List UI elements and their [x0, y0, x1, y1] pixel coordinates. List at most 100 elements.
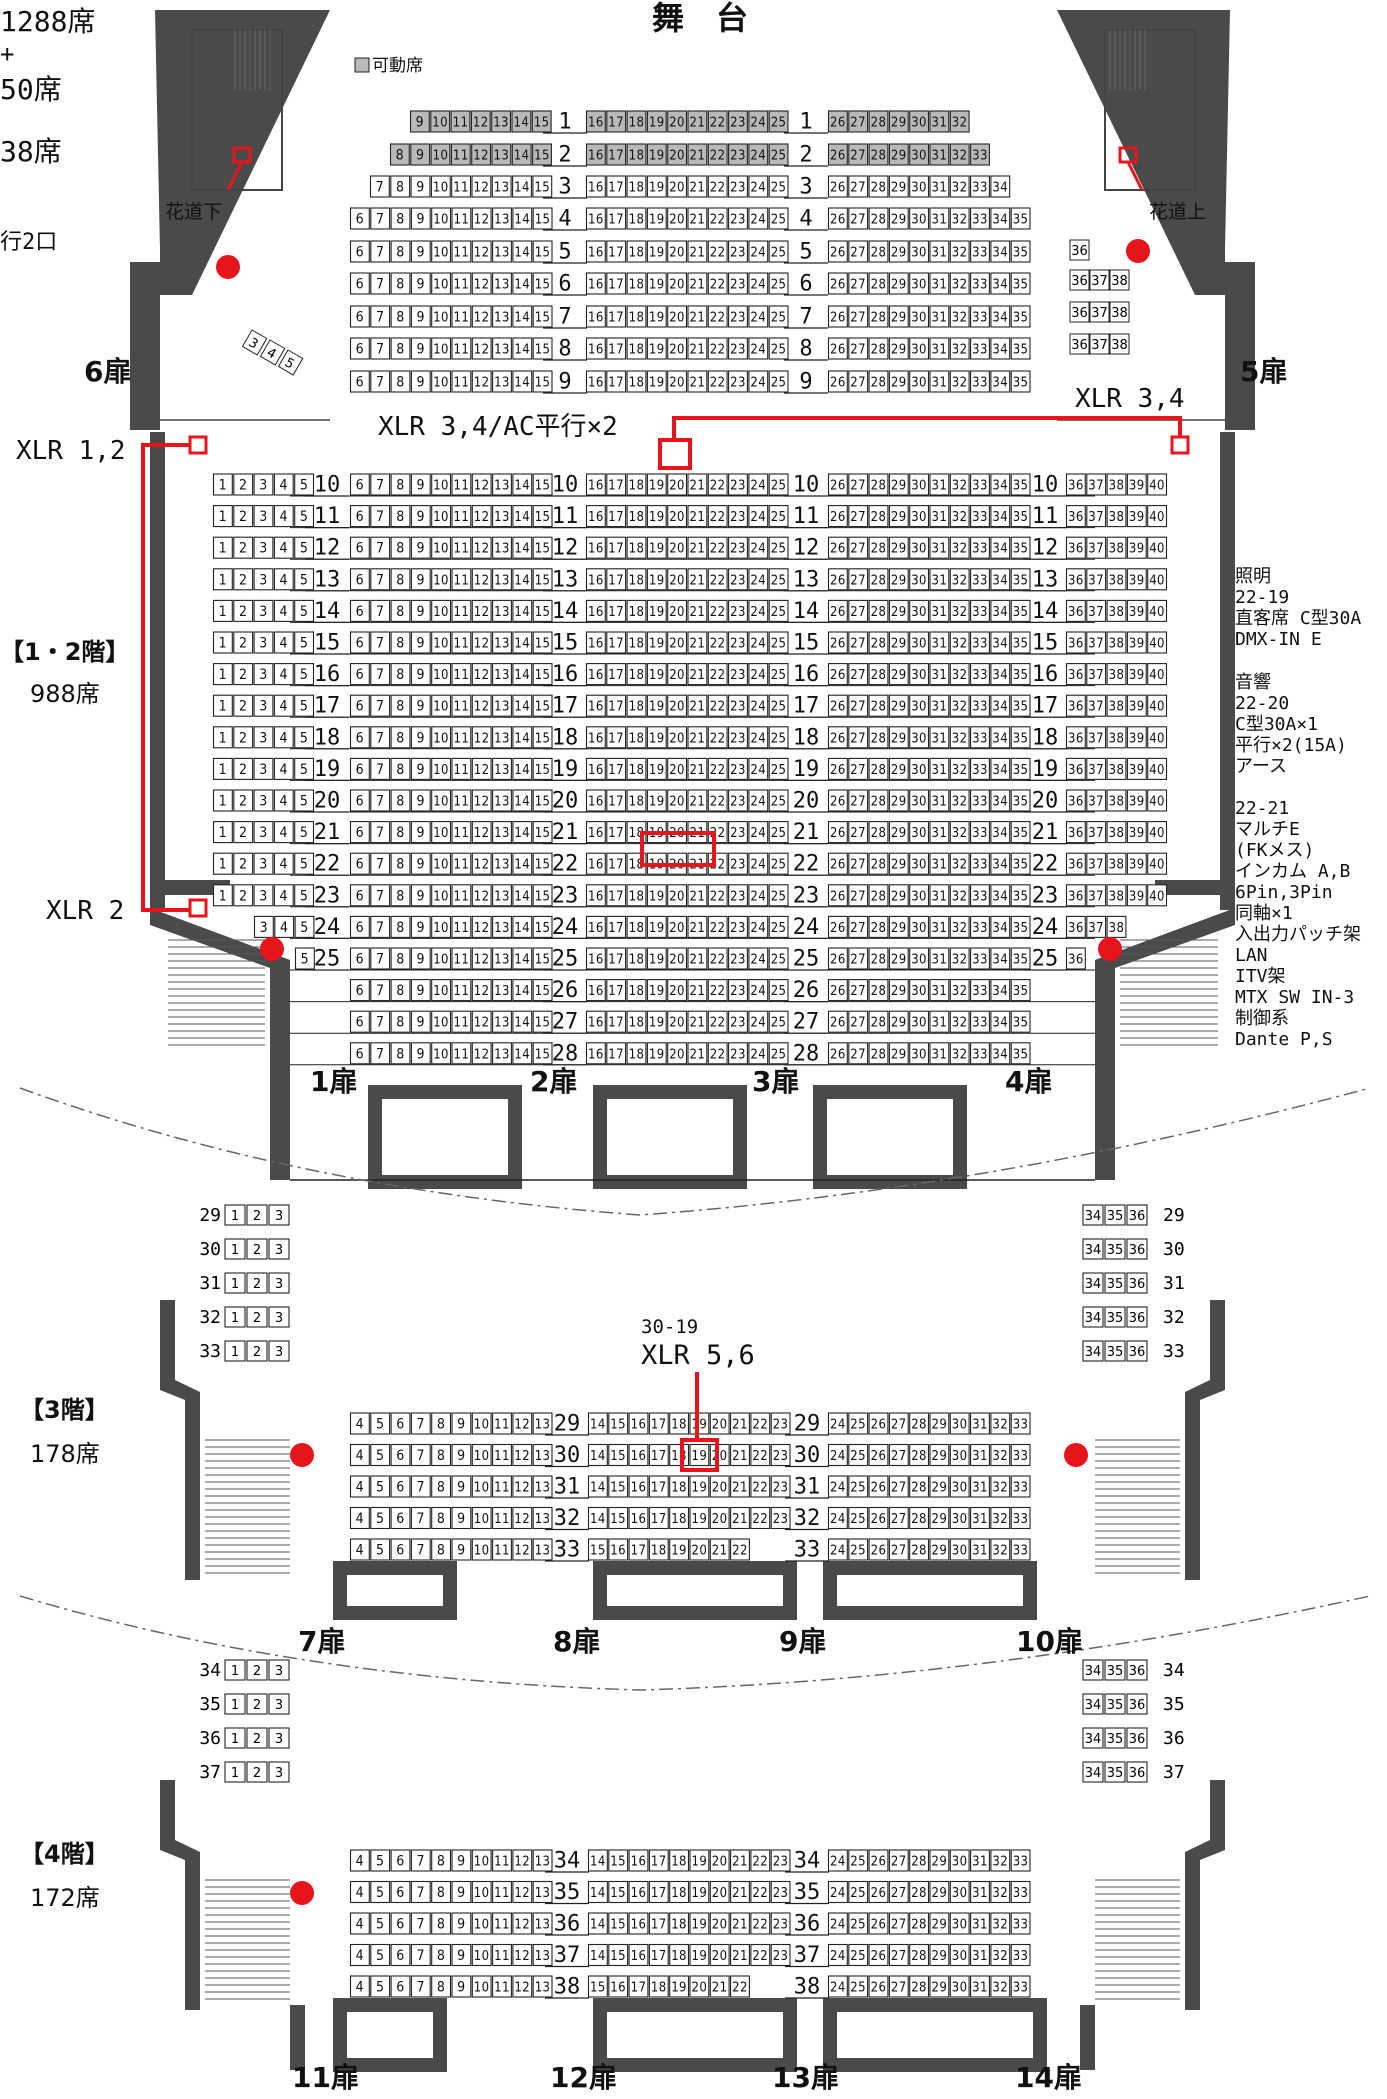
seat-number: 28 — [911, 1949, 926, 1964]
seat-number: 33 — [1013, 1481, 1028, 1496]
row-number: 15 — [552, 631, 579, 656]
row-number: 24 — [1032, 915, 1059, 940]
seat-number: 24 — [830, 1981, 845, 1996]
seat-number: 3 — [275, 1698, 283, 1713]
seat-number: 32 — [952, 510, 967, 525]
seat-number: 21 — [690, 246, 705, 261]
seat-number: 33 — [972, 889, 987, 904]
seat-number: 22 — [710, 311, 725, 326]
seat-number: 11 — [494, 1544, 509, 1559]
seat-number: 7 — [417, 1980, 425, 1996]
seat-number: 38 — [1109, 731, 1124, 746]
seat-number: 31 — [932, 731, 947, 746]
seat-number: 14 — [514, 605, 529, 620]
seat-number: 30 — [952, 1886, 967, 1901]
row-number: 11 — [552, 504, 579, 529]
seat-number: 14 — [514, 795, 529, 810]
seat-number: 18 — [629, 668, 644, 683]
seat-number: 36 — [1068, 763, 1083, 778]
seat-number: 24 — [750, 700, 765, 715]
seat — [707, 305, 728, 328]
seat — [431, 305, 452, 328]
seat-number: 31 — [932, 213, 947, 228]
seat-number: 1 — [231, 1664, 239, 1679]
seat-number: 24 — [750, 795, 765, 810]
seat-number: 38 — [1109, 763, 1124, 778]
seat-number: 9 — [417, 541, 425, 557]
seat-number: 5 — [376, 1417, 384, 1433]
seat-number: 13 — [494, 921, 509, 936]
seat — [667, 207, 688, 230]
seat-number: 29 — [891, 573, 906, 588]
seat-number: 18 — [671, 1949, 686, 1964]
seat-number: 25 — [771, 953, 786, 968]
seat — [707, 240, 728, 263]
seat-number: 24 — [830, 1855, 845, 1870]
seat-number: 21 — [690, 763, 705, 778]
seat-number: 4 — [280, 920, 288, 936]
seat — [929, 110, 950, 133]
seat-number: 37 — [1088, 795, 1103, 810]
seat-number: 20 — [712, 1449, 727, 1464]
seat-number: 18 — [651, 1544, 666, 1559]
xlr34-right-label: XLR 3,4 — [1075, 384, 1185, 414]
seat-number: 7 — [376, 1015, 384, 1031]
row-number: 31 — [794, 1475, 821, 1500]
seat-number: 11 — [454, 826, 469, 841]
seat-number: 18 — [629, 605, 644, 620]
row-number: 32 — [794, 1506, 821, 1531]
seat-number: 19 — [692, 1418, 707, 1433]
seat — [707, 370, 728, 393]
seat — [470, 110, 491, 133]
xlr56-label: XLR 5,6 — [641, 1340, 755, 1371]
seat — [909, 207, 930, 230]
seat — [888, 207, 909, 230]
seat-number: 19 — [649, 246, 664, 261]
seat-number: 26 — [871, 1512, 886, 1527]
seat-number: 13 — [535, 1418, 550, 1433]
seat-number: 12 — [474, 213, 489, 228]
seat-number: 26 — [830, 149, 845, 164]
seat-number: 11 — [454, 889, 469, 904]
seat-number: 30 — [952, 1981, 967, 1996]
seat-number: 11 — [453, 181, 468, 196]
seat-number: 22 — [710, 149, 725, 164]
seat-number: 17 — [651, 1949, 666, 1964]
seat-number: 10 — [433, 763, 448, 778]
seat-number: 27 — [891, 1855, 906, 1870]
seat-number: 6 — [356, 952, 364, 968]
seat-number: 22 — [752, 1886, 767, 1901]
seat-number: 9 — [457, 1885, 465, 1901]
seat-number: 31 — [932, 376, 947, 391]
seat-number: 3 — [275, 1345, 283, 1360]
row-number: 12 — [1032, 536, 1059, 561]
seat-number: 13 — [494, 149, 509, 164]
seat-number: 17 — [651, 1855, 666, 1870]
seat-number: 28 — [871, 889, 886, 904]
seat — [748, 110, 769, 133]
seat-number: 7 — [376, 310, 384, 326]
seat — [707, 143, 728, 166]
seat-number: 19 — [649, 953, 664, 968]
seat-number: 22 — [752, 1855, 767, 1870]
seat-number: 27 — [891, 1418, 906, 1433]
seat — [390, 207, 411, 230]
seat-number: 1 — [219, 794, 227, 810]
seat — [748, 207, 769, 230]
seat-number: 9 — [457, 1543, 465, 1559]
seat — [868, 272, 889, 295]
seat-number: 12 — [514, 1949, 529, 1964]
seat-number: 18 — [671, 1512, 686, 1527]
seat-number: 3 — [259, 699, 267, 715]
seat-number: 12 — [514, 1981, 529, 1996]
row-number: 10 — [314, 473, 341, 498]
seat-number: 33 — [972, 637, 987, 652]
box-row-number: 33 — [199, 1341, 221, 1362]
seat-number: 1 — [231, 1345, 239, 1360]
seat-number: 34 — [992, 795, 1007, 810]
seat-number: 38 — [1109, 795, 1124, 810]
seat-number: 4 — [356, 1511, 364, 1527]
seat-number: 13 — [535, 1918, 550, 1933]
seat — [471, 240, 492, 263]
seat-number: 14 — [514, 149, 529, 164]
